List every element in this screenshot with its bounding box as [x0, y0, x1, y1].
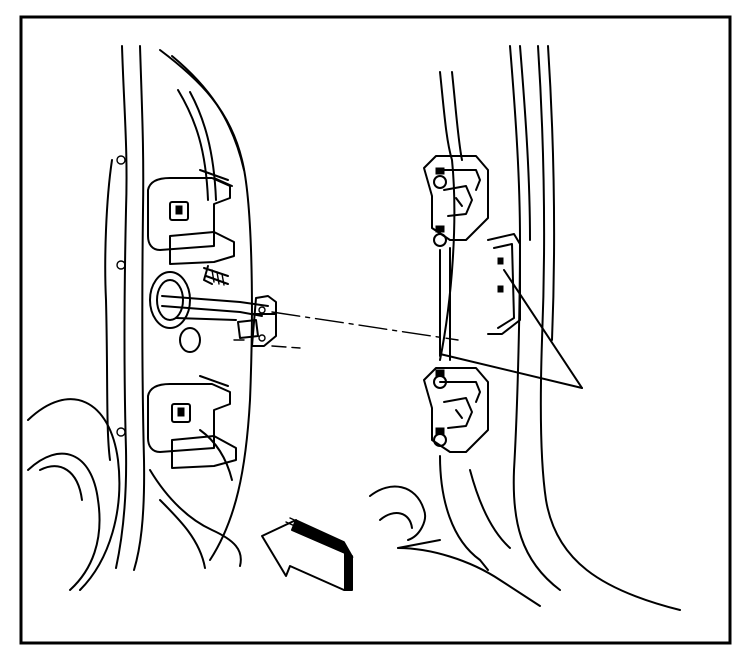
direction-arrow	[261, 517, 354, 591]
door-edge-panel	[27, 45, 253, 591]
door-hinge-upper	[147, 169, 235, 265]
figure-frame	[19, 15, 732, 645]
body-pillar	[369, 45, 681, 611]
door-hinge-lower	[147, 375, 237, 469]
pillar-check-bracket	[439, 233, 521, 361]
pillar-hinge-upper	[423, 155, 489, 247]
door-check-link	[149, 271, 277, 353]
assembly-leader-lines	[233, 311, 459, 349]
pillar-hinge-lower	[423, 367, 489, 453]
callout-lines	[439, 269, 583, 389]
check-link-bolt	[203, 265, 229, 286]
